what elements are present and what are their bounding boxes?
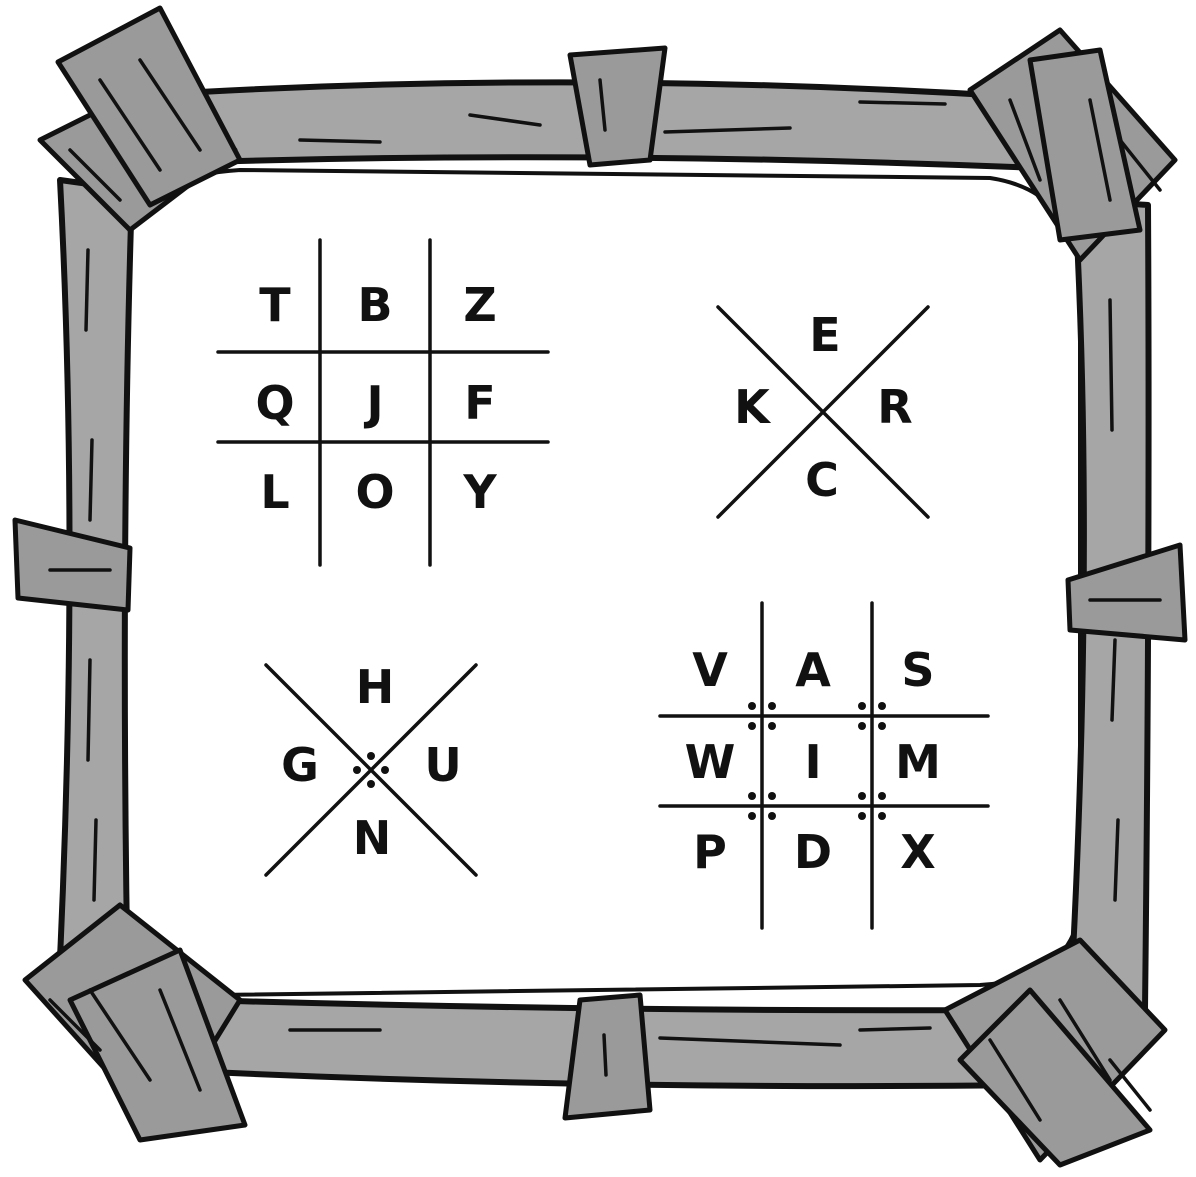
cipher-letter-bottom: C (805, 453, 839, 507)
cipher-letter-top: H (356, 660, 395, 714)
cipher-letter: M (895, 735, 941, 789)
cipher-letter: F (464, 376, 495, 430)
cipher-letter-top: E (809, 308, 840, 362)
cipher-letter: Y (462, 465, 497, 519)
cipher-letter: Q (255, 376, 294, 430)
cipher-letter: B (357, 278, 392, 332)
cipher-letter: V (692, 643, 728, 697)
cipher-letter-bottom: N (353, 811, 392, 865)
cipher-dot (858, 722, 866, 730)
cipher-letter: D (794, 825, 832, 879)
cipher-letter: L (260, 465, 289, 519)
cipher-letter: J (363, 376, 383, 430)
cipher-letter-right: R (877, 380, 912, 434)
cipher-letter: I (804, 735, 821, 789)
cipher-dot (768, 722, 776, 730)
cipher-letter-right: U (424, 738, 461, 792)
cipher-letter-left: G (281, 738, 319, 792)
cipher-dot (768, 812, 776, 820)
cipher-letter: P (693, 825, 727, 879)
cipher-dot (858, 812, 866, 820)
cipher-dot (858, 702, 866, 710)
cipher-dot (367, 780, 375, 788)
cipher-dot (878, 702, 886, 710)
cipher-letter: O (355, 465, 394, 519)
cipher-letter: Z (463, 278, 496, 332)
cipher-letter: T (259, 278, 291, 332)
cipher-dot (748, 702, 756, 710)
cipher-dot (748, 812, 756, 820)
cipher-dot (878, 812, 886, 820)
cipher-dot (748, 722, 756, 730)
cipher-dot (367, 752, 375, 760)
cipher-dot (768, 702, 776, 710)
strap-bottom (565, 995, 650, 1118)
cipher-dot (353, 766, 361, 774)
cipher-letter: S (901, 643, 934, 697)
cipher-dot (768, 792, 776, 800)
cipher-dot (878, 792, 886, 800)
cipher-dot (878, 722, 886, 730)
cipher-letter: A (795, 643, 831, 697)
cipher-dot (381, 766, 389, 774)
cipher-dot (748, 792, 756, 800)
cipher-letter: X (900, 825, 935, 879)
cipher-dot (858, 792, 866, 800)
cipher-letter-left: K (734, 380, 772, 434)
cipher-x-top-right: EK RC (718, 307, 928, 517)
cipher-letter: W (685, 735, 736, 789)
